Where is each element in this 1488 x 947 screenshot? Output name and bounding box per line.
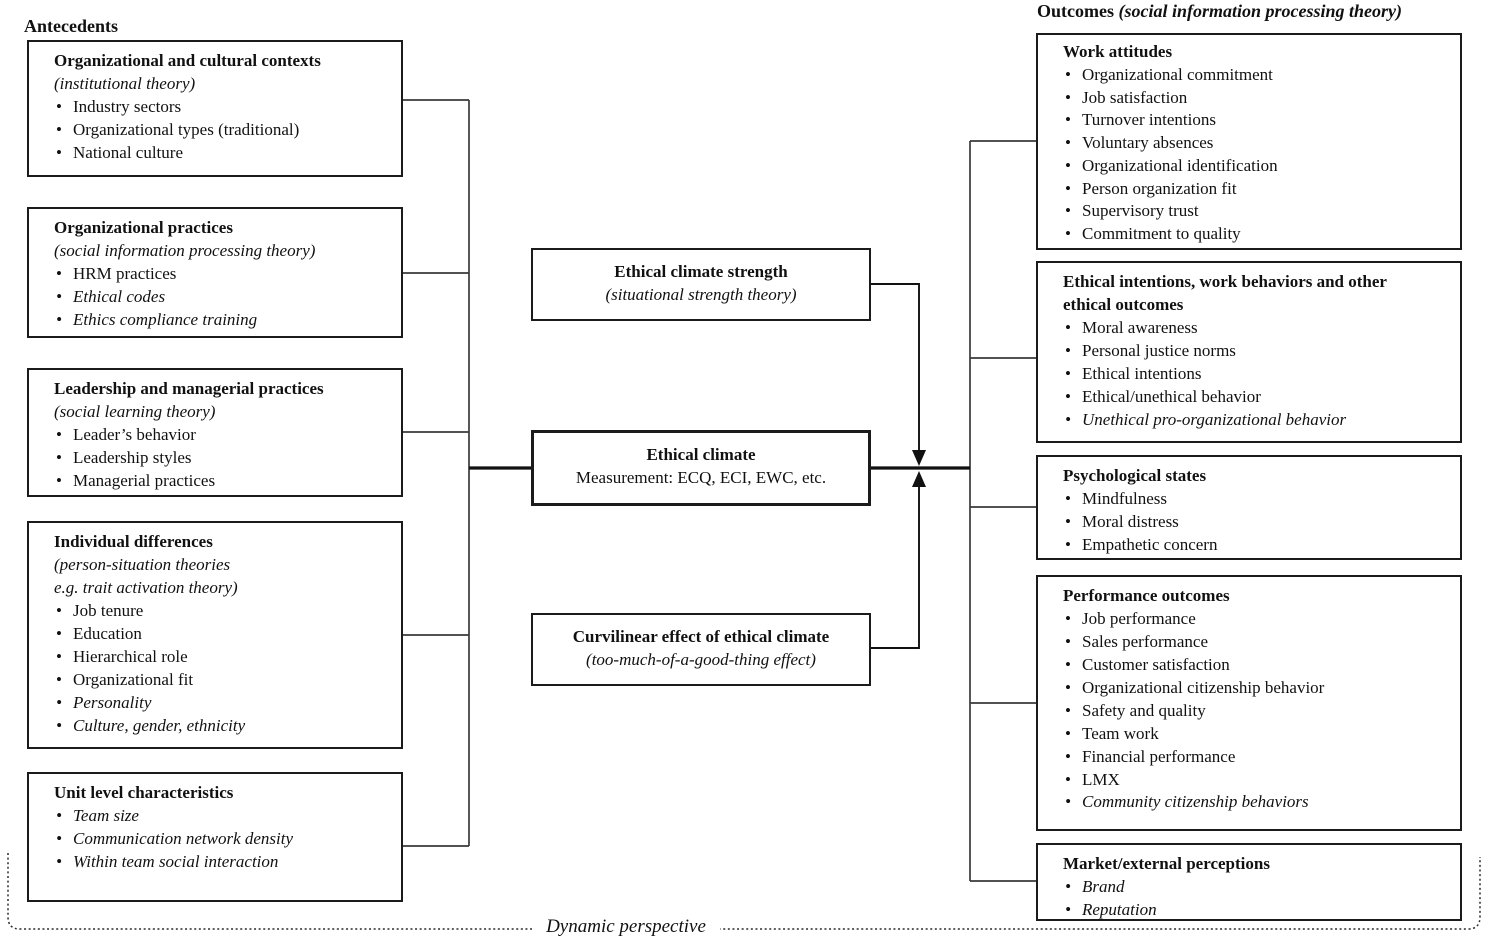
antecedents-header: Antecedents [24, 16, 118, 36]
outcomes-header: Outcomes (social information processing … [1037, 1, 1402, 22]
box-subtitle: (social learning theory) [54, 401, 216, 421]
box-items: Industry sectorsOrganizational types (tr… [54, 96, 391, 165]
box-items: Organizational commitmentJob satisfactio… [1063, 64, 1450, 246]
box-work-attitudes: Work attitudes Organizational commitment… [1036, 33, 1462, 250]
list-item: Reputation [1063, 899, 1450, 922]
list-item: Mindfulness [1063, 488, 1450, 511]
list-item: Ethics compliance training [54, 309, 391, 332]
list-item: Moral distress [1063, 511, 1450, 534]
box-items: MindfulnessMoral distressEmpathetic conc… [1063, 488, 1450, 557]
outcomes-header-label: Outcomes [1037, 1, 1114, 21]
box-title: Performance outcomes [1063, 586, 1230, 605]
box-performance-outcomes: Performance outcomes Job performanceSale… [1036, 575, 1462, 831]
list-item: Community citizenship behaviors [1063, 791, 1450, 814]
box-title: Market/external perceptions [1063, 854, 1270, 873]
box-subtitle: (institutional theory) [54, 73, 196, 93]
box-items: Moral awarenessPersonal justice normsEth… [1063, 317, 1450, 432]
list-item: Empathetic concern [1063, 534, 1450, 557]
list-item: Sales performance [1063, 631, 1450, 654]
box-title: Work attitudes [1063, 42, 1173, 61]
box-items: Job performanceSales performanceCustomer… [1063, 608, 1450, 814]
list-item: Job satisfaction [1063, 87, 1450, 110]
box-ethical-intentions-behaviors: Ethical intentions, work behaviors and o… [1036, 261, 1462, 443]
list-item: Leadership styles [54, 447, 391, 470]
list-item: Ethical intentions [1063, 363, 1450, 386]
box-title: Curvilinear effect of ethical climate [572, 627, 830, 646]
list-item: Within team social interaction [54, 851, 391, 874]
box-items: BrandReputation [1063, 876, 1450, 922]
list-item: Organizational citizenship behavior [1063, 677, 1450, 700]
arrow-up-icon [912, 471, 926, 487]
list-item: Voluntary absences [1063, 132, 1450, 155]
box-leadership-managerial-practices: Leadership and managerial practices (soc… [27, 368, 403, 497]
box-title: Organizational practices [54, 218, 233, 237]
box-market-external-perceptions: Market/external perceptions BrandReputat… [1036, 843, 1462, 922]
box-items: HRM practicesEthical codesEthics complia… [54, 263, 391, 332]
box-title: Ethical climate strength [614, 262, 788, 281]
list-item: Organizational types (traditional) [54, 119, 391, 142]
list-item: Brand [1063, 876, 1450, 899]
list-item: Communication network density [54, 828, 391, 851]
box-items: Job tenureEducationHierarchical roleOrga… [54, 600, 391, 738]
list-item: Ethical codes [54, 286, 391, 309]
list-item: Person organization fit [1063, 178, 1450, 201]
box-title: Psychological states [1063, 466, 1207, 485]
list-item: Organizational identification [1063, 155, 1450, 178]
box-subtitle: (situational strength theory) [605, 284, 797, 304]
box-title: Leadership and managerial practices [54, 379, 324, 398]
list-item: Leader’s behavior [54, 424, 391, 447]
list-item: Job tenure [54, 600, 391, 623]
list-item: Commitment to quality [1063, 223, 1450, 246]
list-item: Unethical pro-organizational behavior [1063, 409, 1450, 432]
box-organizational-cultural-contexts: Organizational and cultural contexts (in… [27, 40, 403, 177]
list-item: Turnover intentions [1063, 109, 1450, 132]
list-item: HRM practices [54, 263, 391, 286]
list-item: Safety and quality [1063, 700, 1450, 723]
box-items: Leader’s behaviorLeadership stylesManage… [54, 424, 391, 493]
list-item: Personal justice norms [1063, 340, 1450, 363]
box-items: Team sizeCommunication network densityWi… [54, 805, 391, 874]
box-curvilinear-effect: Curvilinear effect of ethical climate (t… [531, 613, 871, 686]
box-title: Individual differences [54, 532, 213, 551]
list-item: Supervisory trust [1063, 200, 1450, 223]
list-item: Financial performance [1063, 746, 1450, 769]
list-item: Hierarchical role [54, 646, 391, 669]
list-item: Ethical/unethical behavior [1063, 386, 1450, 409]
box-individual-differences: Individual differences (person-situation… [27, 521, 403, 749]
list-item: Team work [1063, 723, 1450, 746]
box-subtitle: (too-much-of-a-good-thing effect) [586, 649, 816, 669]
list-item: Culture, gender, ethnicity [54, 715, 391, 738]
box-subtitle: (person-situation theories e.g. trait ac… [54, 554, 238, 597]
list-item: Job performance [1063, 608, 1450, 631]
list-item: Education [54, 623, 391, 646]
dynamic-perspective-label: Dynamic perspective [532, 916, 720, 938]
list-item: Moral awareness [1063, 317, 1450, 340]
arrow-down-icon [912, 450, 926, 466]
list-item: Customer satisfaction [1063, 654, 1450, 677]
box-psychological-states: Psychological states MindfulnessMoral di… [1036, 455, 1462, 560]
box-title: Ethical intentions, work behaviors and o… [1063, 272, 1387, 314]
list-item: Managerial practices [54, 470, 391, 493]
box-title: Ethical climate [646, 445, 756, 464]
box-title: Organizational and cultural contexts [54, 51, 321, 70]
outcomes-header-theory: (social information processing theory) [1118, 1, 1402, 21]
box-subtitle: (social information processing theory) [54, 240, 316, 260]
box-subtitle: Measurement: ECQ, ECI, EWC, etc. [575, 467, 827, 487]
list-item: Industry sectors [54, 96, 391, 119]
list-item: Personality [54, 692, 391, 715]
box-ethical-climate: Ethical climate Measurement: ECQ, ECI, E… [531, 430, 871, 506]
list-item: Organizational commitment [1063, 64, 1450, 87]
list-item: Team size [54, 805, 391, 828]
list-item: Organizational fit [54, 669, 391, 692]
list-item: LMX [1063, 769, 1450, 792]
box-ethical-climate-strength: Ethical climate strength (situational st… [531, 248, 871, 321]
box-unit-level-characteristics: Unit level characteristics Team sizeComm… [27, 772, 403, 902]
box-organizational-practices: Organizational practices (social informa… [27, 207, 403, 338]
box-title: Unit level characteristics [54, 783, 234, 802]
list-item: National culture [54, 142, 391, 165]
